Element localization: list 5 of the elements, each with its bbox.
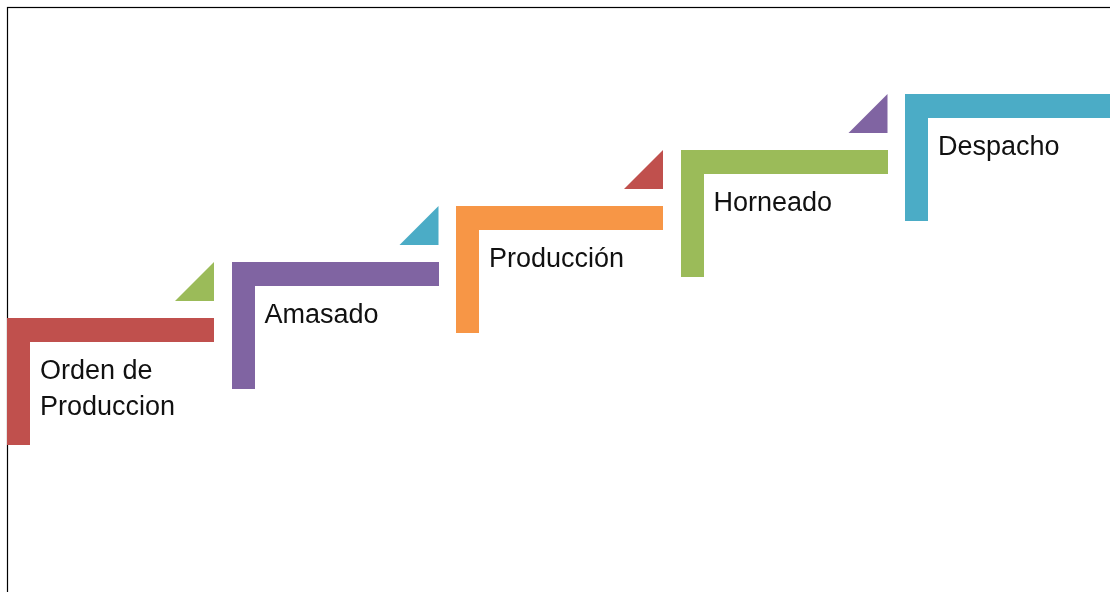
step-label: Amasado — [264, 298, 380, 331]
step-label: Producción — [489, 242, 626, 275]
step-label: Orden de Produccion — [40, 354, 177, 423]
step-label: Despacho — [938, 130, 1061, 163]
step-label: Horneado — [713, 186, 834, 219]
